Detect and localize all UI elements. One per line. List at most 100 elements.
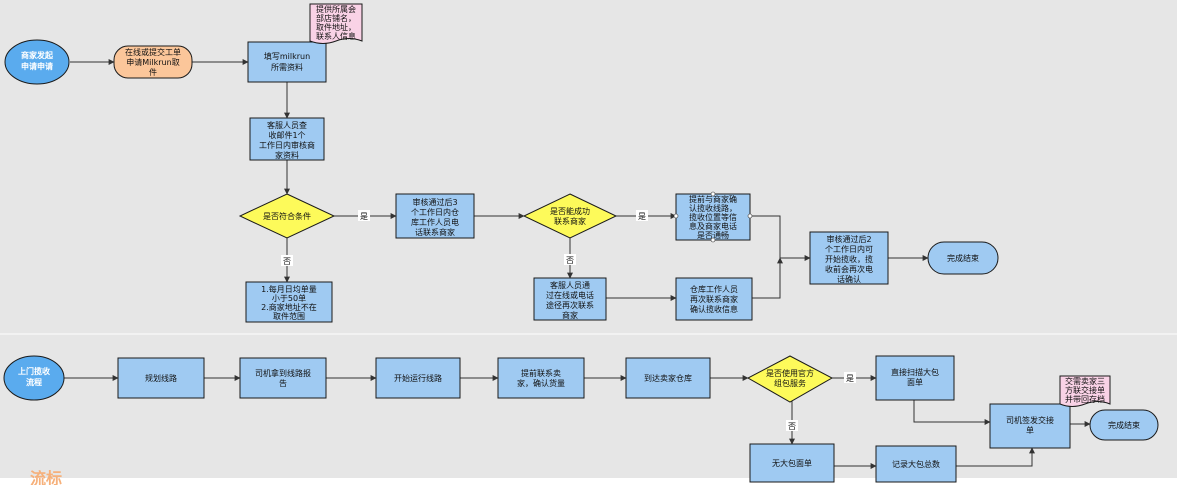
flow1-contact-node: 审核通过后3 个工作日内仓 库工作人员电 话联系商家: [395, 193, 475, 239]
flow2-record-node: 记录大包总数: [875, 445, 957, 483]
svg-text:开始运行线路: 开始运行线路: [394, 373, 442, 383]
flow2-scan-node: 直接扫描大包 面单: [875, 355, 955, 401]
flow2-nobig-node: 无大包面单: [749, 443, 835, 483]
flow2-precontact-node: 提前联系卖 家，确认货量: [497, 357, 585, 399]
svg-text:交需卖家三: 交需卖家三: [1065, 376, 1105, 386]
svg-text:告: 告: [279, 378, 287, 388]
svg-text:申请Milkrun取: 申请Milkrun取: [126, 57, 179, 67]
svg-text:收邮件1个: 收邮件1个: [268, 130, 305, 140]
svg-text:仓库工作人员: 仓库工作人员: [690, 284, 738, 294]
svg-text:提前联系卖: 提前联系卖: [521, 368, 561, 378]
svg-text:是否能成功: 是否能成功: [550, 206, 590, 216]
svg-text:家资料: 家资料: [275, 150, 299, 160]
svg-text:商家: 商家: [562, 310, 578, 320]
svg-text:工作日内审核商: 工作日内审核商: [259, 140, 315, 150]
decorative-text: 流标: [30, 469, 62, 485]
flow2-plan-node: 规划线路: [117, 357, 205, 399]
svg-text:申请申请: 申请申请: [21, 61, 53, 71]
svg-text:无大包面单: 无大包面单: [772, 458, 812, 468]
svg-text:个工作日内可: 个工作日内可: [825, 244, 873, 254]
svg-text:审核通过后2: 审核通过后2: [826, 234, 871, 244]
svg-text:否: 否: [788, 422, 796, 431]
svg-text:单: 单: [1026, 425, 1034, 435]
svg-text:方联交接单: 方联交接单: [1065, 385, 1105, 395]
svg-text:否: 否: [283, 257, 291, 266]
svg-text:组包服务: 组包服务: [774, 378, 806, 388]
flow2-end-node: 完成结束: [1089, 409, 1159, 441]
svg-text:是否符合条件: 是否符合条件: [263, 211, 311, 221]
svg-text:部店铺名，: 部店铺名，: [316, 13, 356, 23]
svg-text:过在线或电话: 过在线或电话: [546, 290, 594, 300]
flow1-note-top: 提供所属会 部店铺名， 取件地址， 联系人信息: [309, 3, 363, 44]
svg-text:2.商家地址不在: 2.商家地址不在: [261, 302, 317, 312]
flow1-wh-retry-node: 仓库工作人员 再次联系商家 确认揽收信息: [675, 277, 753, 321]
svg-text:小于50单: 小于50单: [272, 293, 306, 303]
svg-text:是否使用官方: 是否使用官方: [766, 368, 814, 378]
svg-text:司机拿到线路报: 司机拿到线路报: [255, 368, 311, 378]
svg-text:个工作日内仓: 个工作日内仓: [411, 207, 459, 217]
svg-text:是否通畅: 是否通畅: [697, 230, 729, 240]
svg-text:取件范围: 取件范围: [273, 311, 305, 321]
svg-text:家，确认货量: 家，确认货量: [517, 378, 565, 388]
svg-text:揽收位置等信: 揽收位置等信: [689, 212, 737, 222]
flow1-fill-node: 填写milkrun 所需资料: [247, 41, 327, 83]
svg-text:完成结束: 完成结束: [1108, 420, 1140, 430]
flow1-confirm-node: 提前与商家确 认揽收线路， 揽收位置等信 息及商家电话 是否通畅: [673, 191, 753, 243]
svg-text:途径再次联系: 途径再次联系: [546, 300, 594, 310]
svg-text:收前会再次电: 收前会再次电: [825, 264, 873, 274]
flow1-condition2-diamond: 是否能成功 联系商家: [522, 193, 618, 239]
flow2-driver-node: 司机拿到线路报 告: [239, 357, 327, 399]
svg-text:是: 是: [360, 212, 368, 221]
flow2-arrive-node: 到达卖家仓库: [625, 357, 711, 399]
flow2-yes-label: 是: [844, 372, 856, 383]
svg-text:审核通过后3: 审核通过后3: [412, 197, 457, 207]
svg-text:1.每月日均单量: 1.每月日均单量: [261, 284, 317, 294]
flow1-end-node: 完成结束: [927, 241, 999, 275]
flow1-reject-node: 1.每月日均单量 小于50单 2.商家地址不在 取件范围: [245, 281, 333, 323]
svg-text:直接扫描大包: 直接扫描大包: [891, 367, 939, 377]
flow1-yes2-label: 是: [636, 210, 648, 221]
svg-text:完成结束: 完成结束: [947, 253, 979, 263]
flow1-no1-label: 否: [281, 255, 293, 266]
svg-text:面单: 面单: [907, 377, 923, 387]
flow1-yes1-label: 是: [358, 210, 370, 221]
svg-text:流程: 流程: [26, 377, 42, 387]
svg-text:到达卖家仓库: 到达卖家仓库: [644, 373, 692, 383]
svg-text:取件地址，: 取件地址，: [316, 22, 356, 32]
svg-text:件: 件: [149, 67, 157, 77]
svg-text:再次联系商家: 再次联系商家: [690, 294, 738, 304]
svg-text:所需资料: 所需资料: [271, 62, 303, 72]
flow1-review-node: 客服人员查 收邮件1个 工作日内审核商 家资料: [249, 117, 325, 161]
svg-text:规划线路: 规划线路: [145, 373, 177, 383]
svg-text:是: 是: [846, 374, 854, 383]
flow2-start-node: 上门揽收 流程: [3, 355, 65, 401]
flow2-handover-node: 司机签发交接 单: [989, 403, 1071, 449]
svg-text:息及商家电话: 息及商家电话: [689, 221, 737, 231]
svg-text:库工作人员电: 库工作人员电: [411, 217, 459, 227]
svg-text:记录大包总数: 记录大包总数: [892, 459, 940, 469]
svg-text:并带回存档: 并带回存档: [1065, 394, 1105, 404]
flow1-condition1-diamond: 是否符合条件: [238, 193, 336, 239]
flow2-run-node: 开始运行线路: [375, 357, 461, 399]
svg-text:开始揽收，揽: 开始揽收，揽: [825, 254, 873, 264]
svg-text:填写milkrun: 填写milkrun: [264, 51, 310, 61]
svg-text:商家发起: 商家发起: [21, 50, 54, 60]
svg-text:提前与商家确: 提前与商家确: [689, 194, 737, 204]
flow2-note: 交需卖家三 方联交接单 并带回存档: [1059, 375, 1111, 407]
flow2-condition-diamond: 是否使用官方 组包服务: [746, 355, 834, 403]
svg-text:联系商家: 联系商家: [554, 216, 586, 226]
flow1-approved-node: 审核通过后2 个工作日内可 开始揽收，揽 收前会再次电 话确认: [809, 231, 889, 285]
flow1-no2-label: 否: [564, 254, 576, 265]
svg-text:在线或提交工单: 在线或提交工单: [125, 47, 181, 57]
svg-text:话联系商家: 话联系商家: [415, 227, 455, 237]
flow1-apply-node: 在线或提交工单 申请Milkrun取 件: [113, 45, 193, 79]
svg-text:客服人员查: 客服人员查: [267, 120, 307, 130]
svg-text:确认揽收信息: 确认揽收信息: [690, 304, 738, 314]
svg-text:联系人信息: 联系人信息: [316, 31, 356, 41]
flow1-start-node: 商家发起 申请申请: [4, 39, 70, 85]
svg-text:客服人员通: 客服人员通: [550, 280, 590, 290]
svg-text:认揽收线路，: 认揽收线路，: [689, 203, 737, 213]
svg-text:话确认: 话确认: [837, 274, 861, 284]
svg-text:上门揽收: 上门揽收: [18, 366, 50, 376]
